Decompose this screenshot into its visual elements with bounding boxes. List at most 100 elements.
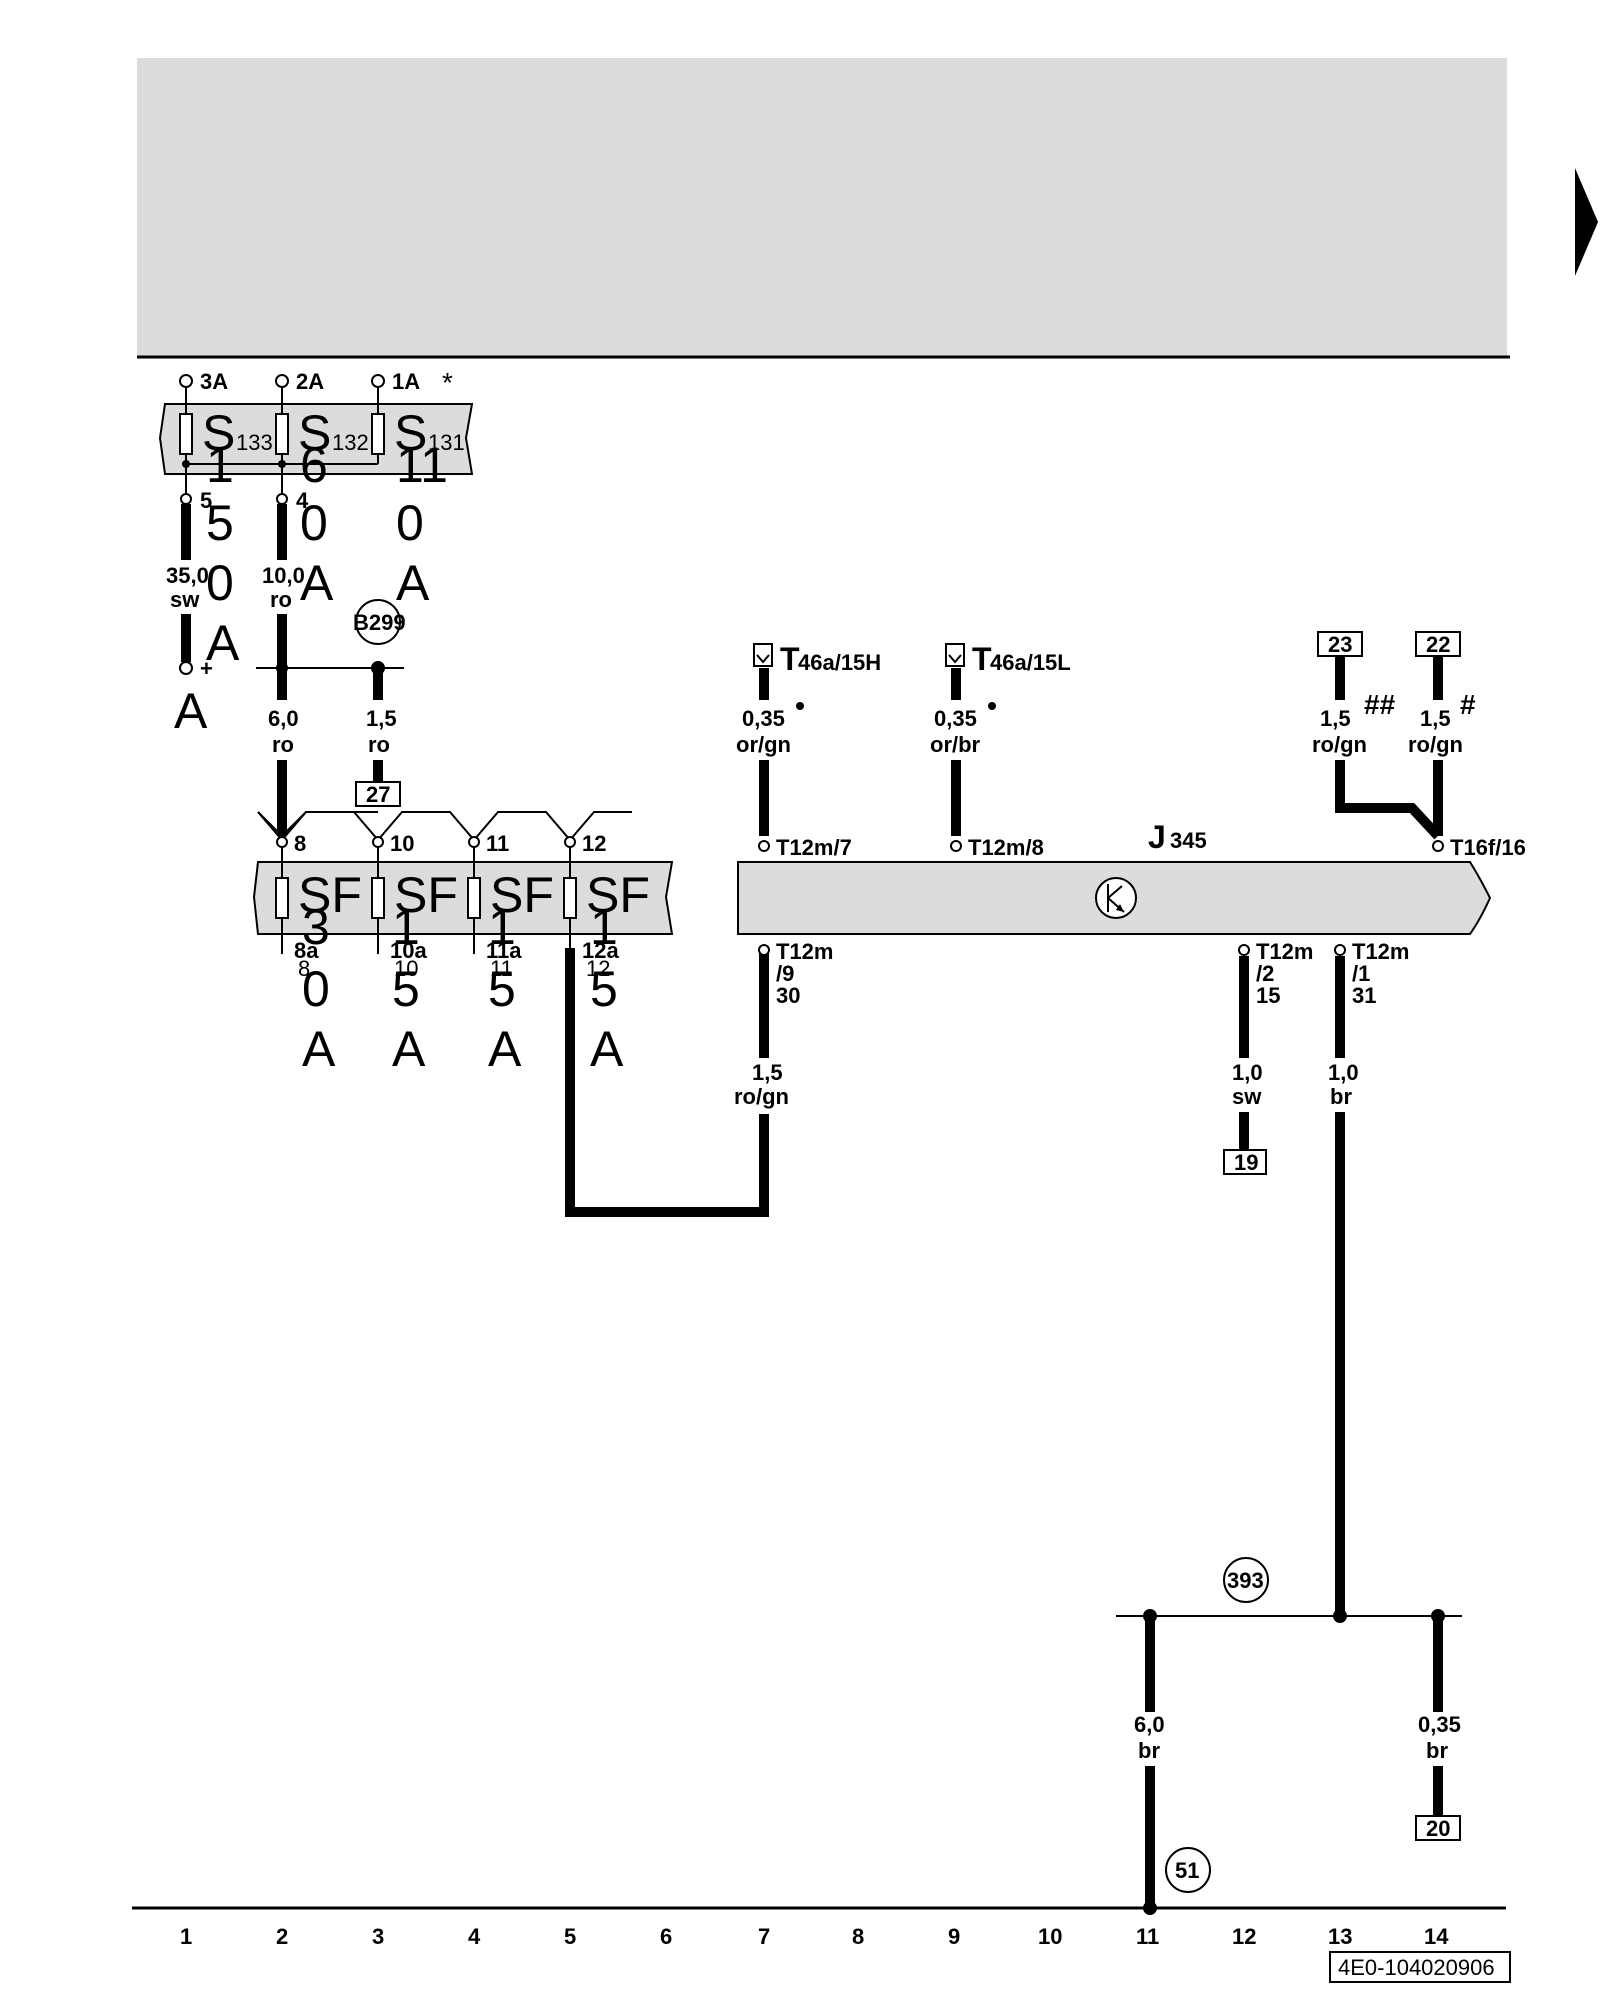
grid-4: 4 xyxy=(468,1924,481,1949)
j345-main: J xyxy=(1148,819,1166,855)
sf-label-2: SF xyxy=(394,867,458,923)
connector-t46a-15h: T 46a/15H xyxy=(753,641,881,677)
terminal-1a-label: 1A xyxy=(392,369,420,394)
fuse-s132-digit-3: A xyxy=(300,555,334,611)
wire-10-size: 10,0 xyxy=(262,563,305,588)
t46l-main: T xyxy=(972,641,992,677)
box-27-label: 27 xyxy=(366,782,390,807)
sf3-digit-2: 5 xyxy=(488,961,516,1017)
conn-t16f16: T16f/16 xyxy=(1450,835,1526,860)
ground-b299 xyxy=(355,599,401,645)
grid-14: 14 xyxy=(1424,1924,1449,1949)
conn-t12m8: T12m/8 xyxy=(968,835,1044,860)
fuse-s131-icon xyxy=(371,413,385,455)
sf-label-3: SF xyxy=(490,867,554,923)
plus-terminal-label: + xyxy=(200,656,213,681)
fuse-sf1-b-icon xyxy=(467,877,481,919)
wire-20-size: 0,35 xyxy=(1418,1712,1461,1737)
fuse-s132-icon xyxy=(275,413,289,455)
j345-sub: 345 xyxy=(1170,828,1207,853)
fuse-sf3-icon xyxy=(275,877,289,919)
wire-6-size: 6,0 xyxy=(268,706,299,731)
fuse-s131-digit-3: A xyxy=(396,555,430,611)
wire-t12m9-color: ro/gn xyxy=(734,1084,789,1109)
conn-t12m1-b: /1 xyxy=(1352,961,1370,986)
connector-t46a-15l: T 46a/15L xyxy=(945,641,1071,677)
wire-23-size: 1,5 xyxy=(1320,706,1351,731)
wire-393-color: br xyxy=(1330,1084,1352,1109)
wire-22-size: 1,5 xyxy=(1420,706,1451,731)
wire-51-size: 6,0 xyxy=(1134,1712,1165,1737)
terminal-3a-label: 3A xyxy=(200,369,228,394)
t46h-main: T xyxy=(780,641,800,677)
next-page-arrow-icon[interactable] xyxy=(1575,168,1598,276)
grid-numbers: 1 2 3 4 5 6 7 8 9 10 11 12 13 14 xyxy=(180,1924,1449,1949)
sf-label-1: SF xyxy=(298,867,362,923)
wire-t46h-size: 0,35 xyxy=(742,706,785,731)
fuse-sf1-c-icon xyxy=(563,877,577,919)
sf-pin-11: 11 xyxy=(486,831,509,856)
grid-7: 7 xyxy=(758,1924,770,1949)
sf2-digit-1: 1 xyxy=(392,899,420,955)
fuse-s133-digit-4: A xyxy=(206,615,240,671)
sf-fuse-block: 8 10 11 12 SF SF SF SF 3 0 A 1 5 A 1 5 A… xyxy=(252,811,674,1077)
top-fuse-strip xyxy=(158,403,474,475)
box-20-label: 20 xyxy=(1426,1816,1450,1841)
sf4-digit-2: 5 xyxy=(590,961,618,1017)
top-fuse-block: 3A 2A 1A * S 133 S 132 S 131 1 5 0 A 6 0… xyxy=(158,367,474,671)
double-hash-mark: ## xyxy=(1364,689,1396,720)
fuse-s131-label: S xyxy=(394,405,427,461)
sf-pin-8: 8 xyxy=(294,831,306,856)
sf-pin-12a: 12a xyxy=(582,938,619,963)
sf1-digit-1: 3 xyxy=(302,899,330,955)
sf-extra-11: 11 xyxy=(490,956,513,981)
sf-extra-10: 10 xyxy=(394,956,418,981)
wire-1-5-color: ro xyxy=(368,732,390,757)
sf-pin-11a: 11a xyxy=(486,938,522,963)
grid-2: 2 xyxy=(276,1924,288,1949)
wire-20-color: br xyxy=(1426,1738,1448,1763)
wire-19-size: 1,0 xyxy=(1232,1060,1263,1085)
g393-label: 393 xyxy=(1227,1568,1264,1593)
wire-393-size: 1,0 xyxy=(1328,1060,1359,1085)
conn-t12m2-b: /2 xyxy=(1256,961,1274,986)
sf3-digit-3: A xyxy=(488,1021,522,1077)
pin-4-label: 4 xyxy=(296,488,309,513)
wire-1-5-size: 1,5 xyxy=(366,706,397,731)
fuse-s133-digit-1: 1 xyxy=(206,437,234,493)
header-area xyxy=(137,58,1507,356)
sf2-digit-2: 5 xyxy=(392,961,420,1017)
wire-t12m9-size: 1,5 xyxy=(752,1060,783,1085)
grid-6: 6 xyxy=(660,1924,672,1949)
grid-3: 3 xyxy=(372,1924,384,1949)
pin-5-label: 5 xyxy=(200,488,212,513)
wire-t46h-color: or/gn xyxy=(736,732,791,757)
sf3-digit-1: 1 xyxy=(488,899,516,955)
grid-12: 12 xyxy=(1232,1924,1256,1949)
wire-10-color: ro xyxy=(270,587,292,612)
conn-t12m7: T12m/7 xyxy=(776,835,852,860)
conn-t12m1-c: 31 xyxy=(1352,983,1376,1008)
fuse-s132-digit-1: 6 xyxy=(300,437,328,493)
t46h-sub: 46a/15H xyxy=(798,650,881,675)
sf-extra-12: 12 xyxy=(586,956,610,981)
g51-label: 51 xyxy=(1175,1858,1199,1883)
transistor-icon xyxy=(1095,877,1137,919)
grid-11: 11 xyxy=(1136,1924,1159,1949)
sf-pin-12: 12 xyxy=(582,831,606,856)
wire-t46l-size: 0,35 xyxy=(934,706,977,731)
sf-extra-8: 8 xyxy=(298,956,310,981)
grid-5: 5 xyxy=(564,1924,576,1949)
box-19-label: 19 xyxy=(1234,1150,1258,1175)
fuse-s132-label: S xyxy=(298,405,331,461)
fuse-s131-sub: 131 xyxy=(428,430,465,455)
conn-t12m2-c: 15 xyxy=(1256,983,1280,1008)
fuse-s133-sub: 133 xyxy=(236,430,273,455)
stray-a-label: A xyxy=(174,683,208,739)
fuse-s133-icon xyxy=(179,413,193,455)
grid-8: 8 xyxy=(852,1924,864,1949)
fuse-s132-digit-2: 0 xyxy=(300,495,328,551)
box-22-label: 22 xyxy=(1426,632,1450,657)
wire-35-size: 35,0 xyxy=(166,563,209,588)
fuse-s133-digit-2: 5 xyxy=(206,495,234,551)
